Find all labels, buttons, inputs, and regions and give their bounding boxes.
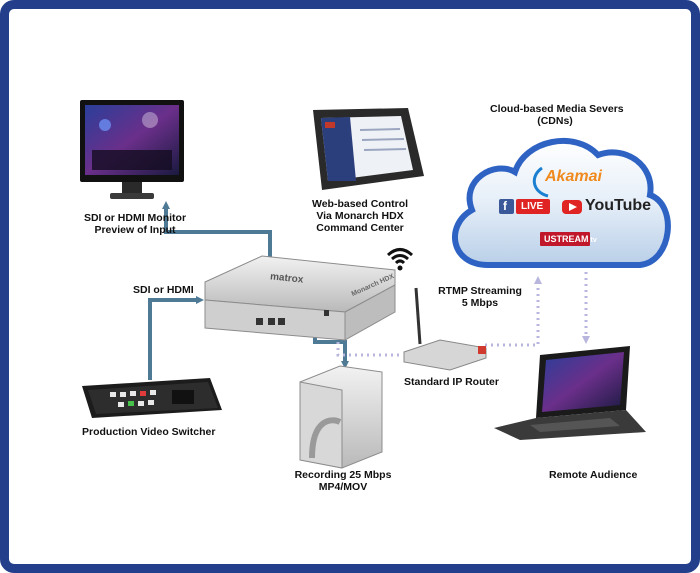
recording-label-line2: MP4/MOV [318, 481, 368, 493]
ip-router [403, 287, 487, 371]
facebook-live-logo [499, 199, 550, 214]
web-control-label: Web-based Control Via Monarch HDX Comman… [310, 198, 410, 234]
wifi-icon [386, 248, 414, 271]
recording-label-line1: Recording 25 Mbps [294, 469, 392, 481]
control-tablet [313, 108, 424, 190]
recording-drive [299, 365, 383, 469]
arrow-switcher-to-encoder [148, 296, 204, 380]
recording-label: Recording 25 Mbps MP4/MOV [290, 469, 396, 493]
rtmp-label-line2: 5 Mbps [461, 297, 499, 309]
ustream-text: USTREAM [544, 234, 589, 244]
arrow-encoder-to-monitor [162, 201, 272, 270]
audience-label: Remote Audience [549, 469, 638, 481]
router-label: Standard IP Router [404, 376, 499, 388]
youtube-logo [562, 200, 582, 214]
ustream-tv-text: tv [590, 237, 597, 244]
monitor-label-line2: Preview of Input [94, 224, 176, 236]
facebook-f-icon: f [503, 199, 507, 213]
facebook-live-text: LIVE [521, 201, 544, 212]
web-control-line1: Web-based Control [311, 198, 409, 210]
cloud-label-line2: (CDNs) [537, 115, 573, 127]
monitor-label-line1: SDI or HDMI Monitor [83, 212, 187, 224]
ustream-logo [540, 232, 590, 246]
input-label: SDI or HDMI [133, 284, 194, 296]
dotted-router-to-cloud [485, 276, 542, 347]
monitor-label: SDI or HDMI Monitor Preview of Input [80, 212, 190, 236]
cloud-label-line1: Cloud-based Media Severs [490, 103, 624, 115]
akamai-logo-text: Akamai [545, 168, 602, 185]
akamai-logo [532, 166, 549, 198]
rtmp-label: RTMP Streaming 5 Mbps [438, 285, 522, 309]
rtmp-label-line1: RTMP Streaming [438, 285, 522, 297]
encoder-device [204, 255, 396, 341]
youtube-logo-text: YouTube [585, 197, 652, 214]
switcher-label: Production Video Switcher [82, 426, 216, 438]
cdn-cloud [452, 137, 671, 268]
web-control-line2: Via Monarch HDX [316, 210, 404, 222]
audience-laptop [494, 346, 646, 440]
cloud-label: Cloud-based Media Severs (CDNs) [490, 103, 624, 127]
web-control-line3: Command Center [316, 222, 404, 234]
video-switcher [82, 378, 222, 418]
preview-monitor [80, 100, 184, 199]
